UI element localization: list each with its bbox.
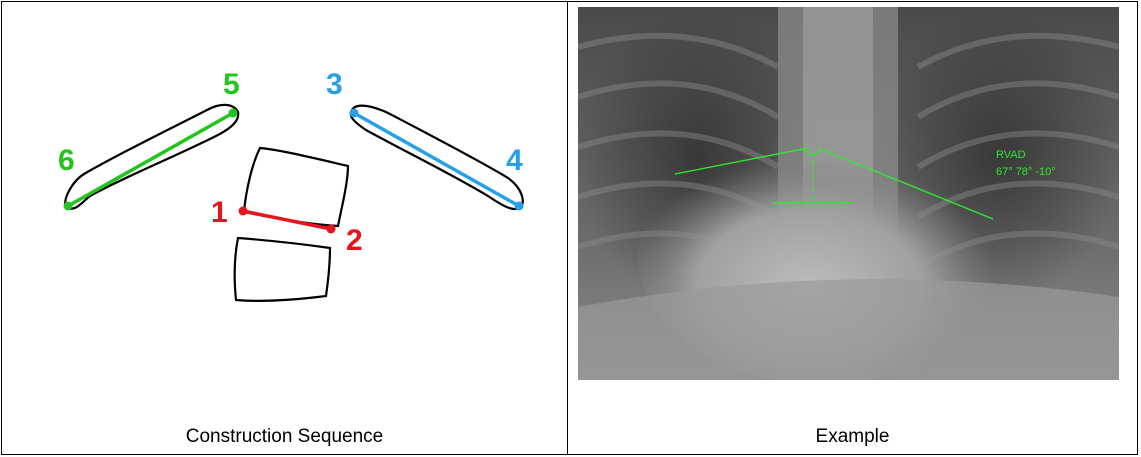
point-3-marker (350, 109, 359, 118)
point-1-marker (239, 207, 248, 216)
point-4-marker (515, 202, 524, 211)
blue-line-3-4 (354, 113, 519, 206)
point-6-marker (64, 202, 73, 211)
construction-diagram: 5 6 3 4 1 2 (2, 2, 567, 412)
green-line-6-5 (68, 113, 233, 206)
label-point-1: 1 (211, 196, 228, 229)
label-point-6: 6 (58, 144, 75, 177)
label-point-3: 3 (326, 68, 343, 101)
label-point-2: 2 (346, 224, 363, 257)
chest-xray-image: RVAD 67° 78° -10° (578, 7, 1119, 380)
point-5-marker (229, 109, 238, 118)
lower-vertebra-outline (235, 238, 330, 301)
caption-example: Example (568, 426, 1137, 448)
red-line-1-2 (243, 211, 331, 229)
example-cell: RVAD 67° 78° -10° Example (568, 2, 1137, 454)
annotation-title: RVAD (996, 149, 1026, 161)
label-point-4: 4 (506, 144, 523, 177)
caption-construction-sequence: Construction Sequence (2, 426, 567, 448)
label-point-5: 5 (223, 68, 240, 101)
point-2-marker (327, 225, 336, 234)
annotation-values: 67° 78° -10° (996, 166, 1056, 178)
construction-sequence-cell: 5 6 3 4 1 2 Construction Sequence (2, 2, 567, 454)
